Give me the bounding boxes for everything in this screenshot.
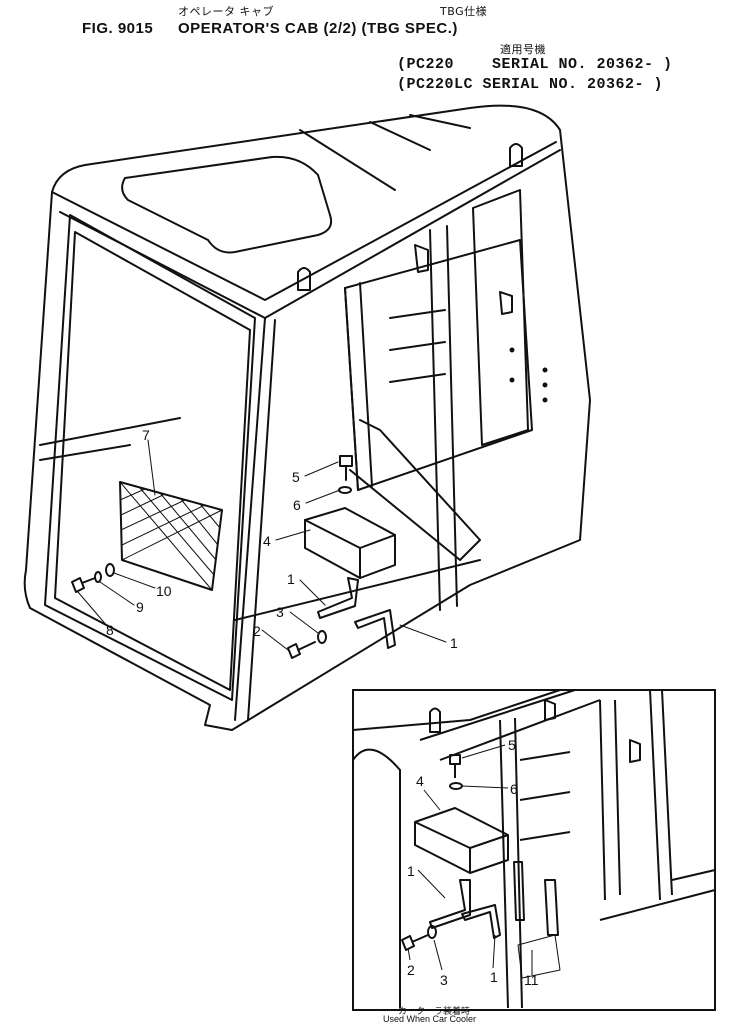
inset-caption-jp: カークーラ装着時 (398, 1006, 471, 1016)
bracket-right (354, 609, 396, 649)
figure-title: OPERATOR'S CAB (2/2) (TBG SPEC.) (178, 20, 458, 37)
inset-callout-6: 6 (510, 781, 518, 797)
callout-3: 3 (276, 604, 284, 620)
inset-frame (352, 689, 716, 1011)
callout-4: 4 (263, 533, 271, 549)
cab-floor (39, 417, 481, 561)
figure-number: FIG. 9015 (82, 20, 154, 37)
callout-9: 9 (136, 599, 144, 615)
inset-callout-4: 4 (416, 773, 424, 789)
callout-5: 5 (292, 469, 300, 485)
applicable-models-jp: 適用号機 (500, 43, 546, 56)
inset-callout-1b: 1 (490, 969, 498, 985)
bolt-5 (339, 455, 353, 481)
bracket-left (317, 577, 359, 619)
left-window (44, 214, 256, 701)
inset-callout-2: 2 (407, 962, 415, 978)
serial-line-2: (PC220LC SERIAL NO. 20362- ) (397, 76, 664, 93)
callout-7: 7 (142, 427, 150, 443)
callout-10: 10 (156, 583, 172, 599)
serial-line-1: (PC220 SERIAL NO. 20362- ) (397, 56, 673, 73)
bolt-2 (287, 641, 316, 659)
inset-callout-3: 3 (440, 972, 448, 988)
callout-6: 6 (293, 497, 301, 513)
callout-1a: 1 (287, 571, 295, 587)
box (304, 507, 396, 579)
door-pillar (429, 225, 458, 611)
inset-callout-11: 11 (524, 972, 539, 988)
callout-2: 2 (253, 623, 261, 639)
tbg-spec-jp: TBG仕様 (440, 5, 488, 18)
kana-title: オペレータ キャブ (178, 5, 274, 18)
inset-callout-5: 5 (508, 737, 516, 753)
inset-callout-1a: 1 (407, 863, 415, 879)
inset-caption-en: Used When Car Cooler (383, 1014, 477, 1024)
cab-shell-outline (23, 104, 591, 731)
front-pillar (234, 317, 276, 721)
interior-frame (344, 239, 533, 491)
callout-1b: 1 (450, 635, 458, 651)
callout-8: 8 (106, 622, 114, 638)
roof-hatch (121, 155, 333, 254)
